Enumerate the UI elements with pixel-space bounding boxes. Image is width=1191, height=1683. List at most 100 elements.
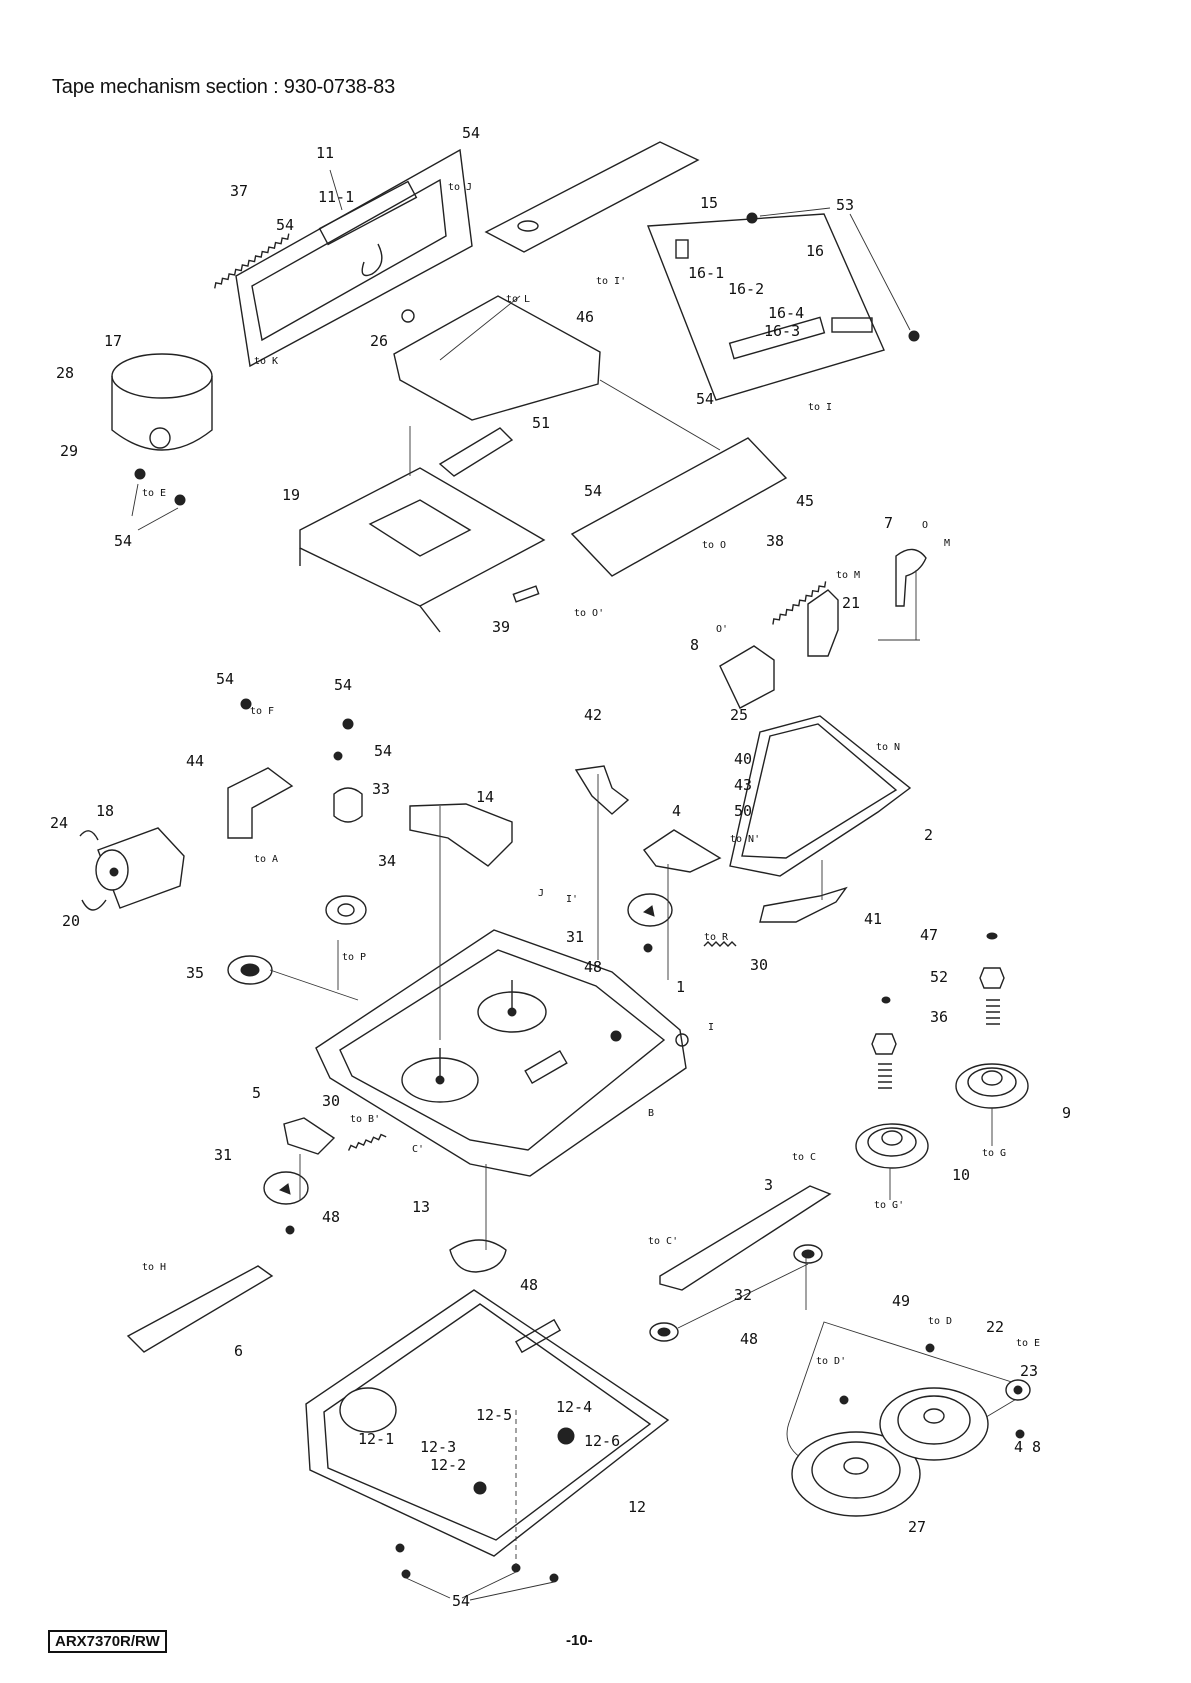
part-35 [227,955,273,985]
part-5 [283,1117,336,1155]
part-label-p18: 18 [96,802,114,820]
part-label-p12-5: 12-5 [476,1406,512,1424]
part-label-p8: 8 [690,636,699,654]
part-13 [449,1239,507,1273]
ref-label-rB1: to B' [350,1114,380,1125]
ref-label-rO: to O [702,540,726,551]
part-label-p6: 6 [234,1342,243,1360]
part-label-p21: 21 [842,594,860,612]
part-label-p11: 11 [316,144,334,162]
part-label-p47: 47 [920,926,938,944]
washer-26 [401,309,415,323]
part-label-p45: 45 [796,492,814,510]
ref-label-rC: to C [792,1152,816,1163]
motor-17 [111,353,213,506]
part-label-p28: 28 [56,364,74,382]
ref-label-rE: to E [142,488,166,499]
part-label-p33: 33 [372,780,390,798]
part-label-p16-1: 16-1 [688,264,724,282]
part-label-p41: 41 [864,910,882,928]
gear-31a [627,893,673,927]
part-label-p34: 34 [378,852,396,870]
ref-label-rI: to I [808,402,832,413]
ref-label-rI1: to I' [596,276,626,287]
ref-label-rD1: to D' [816,1356,846,1367]
part-label-p40: 40 [734,750,752,768]
frame-2 [729,715,912,877]
spring-38 [772,581,827,625]
plate-15 [484,141,700,253]
part-label-p3: 3 [764,1176,773,1194]
ref-label-rA: to A [254,854,278,865]
part-label-p22: 22 [986,1318,1004,1336]
ref-label-rB: B [648,1108,654,1119]
part-label-p43: 43 [734,776,752,794]
part-21 [807,589,839,657]
screw-53a [746,212,758,224]
ref-label-rG: to G [982,1148,1006,1159]
ref-label-rF: to F [250,706,274,717]
part-label-p30a: 30 [750,956,768,974]
part-label-p5: 5 [252,1084,261,1102]
part-label-p20: 20 [62,912,80,930]
part-14 [409,803,513,867]
pinch-roller-34 [325,895,367,925]
part-label-p2: 2 [924,826,933,844]
part-label-p25: 25 [730,706,748,724]
part-label-p14: 14 [476,788,494,806]
part-label-p16-4: 16-4 [768,304,804,322]
part-label-p12-2: 12-2 [430,1456,466,1474]
nut-52 [979,967,1005,989]
ref-label-rN: to N [876,742,900,753]
ref-label-rC1: C' [412,1144,424,1155]
part-label-p48e: 4 8 [1014,1438,1041,1456]
part-label-p48d: 48 [740,1330,758,1348]
ref-label-rM: to M [836,570,860,581]
ref-label-rR: to R [704,932,729,943]
part-label-p48c: 48 [520,1276,538,1294]
pcb-16 [647,213,885,401]
part-39 [512,585,540,603]
part-label-p12-4: 12-4 [556,1398,592,1416]
part-label-p54i: 54 [452,1592,470,1610]
part-label-p54c: 54 [696,390,714,408]
screw-53b [908,330,920,342]
ref-label-rP: to P [342,952,366,963]
part-7 [895,548,927,607]
spring-36 [986,999,1000,1025]
part-label-p54f: 54 [216,670,234,688]
part-41 [759,886,848,923]
ref-label-rI2: I' [566,894,578,905]
spring-30a [703,941,737,947]
ref-label-rK: to K [254,356,278,367]
part-label-p31b: 31 [214,1146,232,1164]
part-8 [719,645,775,709]
part-label-p36: 36 [930,1008,948,1026]
part-label-p54a: 54 [462,124,480,142]
part-label-p9: 9 [1062,1104,1071,1122]
part-label-p24: 24 [50,814,68,832]
spring-37 [214,233,290,289]
ref-label-rC2: to C' [648,1236,678,1247]
part-label-p51: 51 [532,414,550,432]
part-51 [438,427,514,477]
part-label-p12: 12 [628,1498,646,1516]
ref-label-rO2: O' [716,624,728,635]
page-number: -10- [566,1632,593,1649]
spring-30b [347,1133,387,1151]
part-label-p54e: 54 [114,532,132,550]
part-label-p12-3: 12-3 [420,1438,456,1456]
part-label-p19: 19 [282,486,300,504]
part-label-p54g: 54 [334,676,352,694]
part-label-p54h: 54 [374,742,392,760]
part-label-p15: 15 [700,194,718,212]
ref-label-rD: to D [928,1316,952,1327]
part-label-p1: 1 [676,978,685,996]
part-label-p31a: 31 [566,928,584,946]
part-33 [333,787,363,823]
part-label-p48a: 48 [584,958,602,976]
part-label-p32: 32 [734,1286,752,1304]
